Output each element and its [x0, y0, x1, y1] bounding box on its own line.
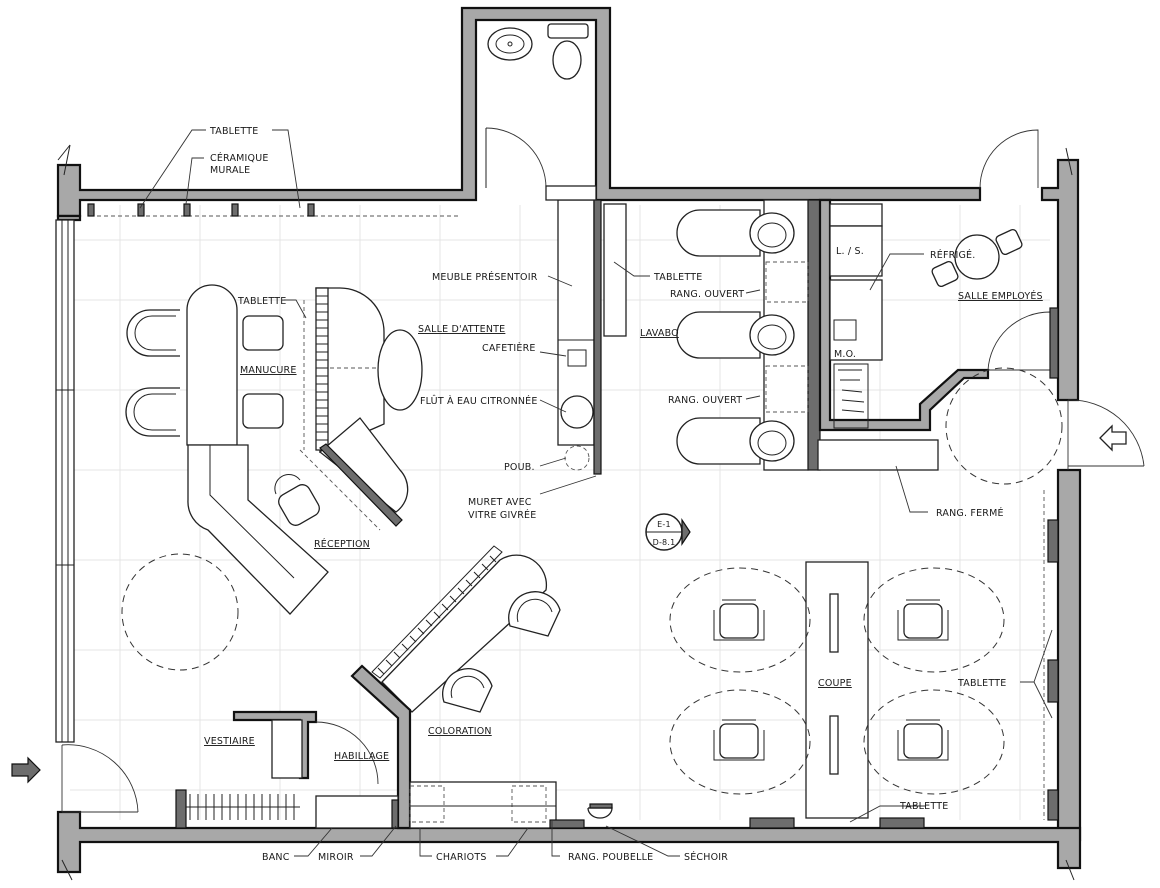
shampoo-chair-3	[676, 417, 795, 465]
manicure-station	[125, 284, 305, 450]
vestiaire-habillage	[175, 710, 399, 829]
room-coupe: COUPE	[818, 678, 852, 689]
label-rang-ouvert-1: RANG. OUVERT	[670, 289, 744, 300]
room-manucure: MANUCURE	[240, 365, 297, 376]
label-tablette-bottom: TABLETTE	[899, 801, 948, 812]
styling-chair-1	[713, 599, 765, 641]
label-flut: FLÛT À EAU CITRONNÉE	[420, 395, 538, 407]
entrance-door	[61, 744, 139, 813]
styling-chair-3	[897, 599, 949, 641]
room-salle-employes: SALLE EMPLOYÉS	[958, 290, 1043, 302]
label-banc: BANC	[262, 852, 290, 863]
exterior-walls	[56, 6, 1082, 881]
employee-room	[817, 129, 1063, 485]
label-miroir: MIROIR	[318, 852, 354, 863]
room-reception: RÉCEPTION	[314, 538, 370, 550]
label-refrige: RÉFRIGÉ.	[930, 249, 975, 261]
label-sechoir: SÉCHOIR	[684, 851, 728, 863]
bottom-counter	[409, 781, 613, 829]
entrance-arrow-icon	[11, 756, 41, 784]
plan-labels: TABLETTE CÉRAMIQUE MURALE MEUBLE PRÉSENT…	[204, 126, 1043, 863]
shampoo-stations	[676, 199, 821, 471]
label-ceramique: CÉRAMIQUE	[210, 152, 269, 164]
section-marker-top: E-1	[657, 520, 671, 529]
label-cafetiere: CAFETIÈRE	[482, 342, 536, 354]
room-coloration: COLORATION	[428, 726, 492, 737]
label-tablette-manucure: TABLETTE	[237, 296, 286, 307]
employee-table-icon	[931, 228, 1023, 288]
top-shelf	[87, 203, 460, 217]
section-marker: E-1 D-8.1	[645, 513, 691, 551]
room-habillage: HABILLAGE	[334, 751, 389, 762]
reception-chair-icon	[274, 474, 320, 526]
label-chariots: CHARIOTS	[436, 852, 487, 863]
rear-exit-arrow-icon	[1099, 424, 1127, 452]
label-muret: MURET AVEC	[468, 497, 532, 508]
reception-desk	[187, 287, 409, 615]
label-rang-poubelle: RANG. POUBELLE	[568, 852, 653, 863]
label-ls: L. / S.	[836, 246, 864, 257]
room-salle-attente: SALLE D'ATTENTE	[418, 324, 505, 335]
label-murale: MURALE	[210, 165, 250, 176]
label-tablette-top: TABLETTE	[209, 126, 258, 137]
shampoo-chair-1	[676, 209, 795, 257]
room-vestiaire: VESTIAIRE	[204, 736, 255, 747]
label-tablette-right: TABLETTE	[957, 678, 1006, 689]
storefront-window	[55, 219, 75, 743]
section-marker-bottom: D-8.1	[653, 538, 676, 547]
label-mo: M.O.	[834, 349, 856, 360]
cutting-stations	[669, 490, 1059, 829]
label-rang-ouvert-2: RANG. OUVERT	[668, 395, 742, 406]
label-tablette-lavabo: TABLETTE	[653, 272, 702, 283]
shampoo-chair-2	[676, 311, 795, 359]
room-lavabo: LAVABO	[640, 328, 679, 339]
styling-chair-4	[897, 719, 949, 761]
washroom	[485, 23, 589, 189]
leader-lines	[139, 129, 1053, 857]
waiting-area	[121, 329, 423, 671]
label-rang-ferme: RANG. FERMÉ	[936, 507, 1004, 519]
styling-chair-2	[713, 719, 765, 761]
label-vitre-givree: VITRE GIVRÉE	[468, 509, 536, 521]
display-cabinet	[545, 185, 627, 475]
label-poub: POUB.	[504, 462, 535, 473]
label-meuble-presentoir: MEUBLE PRÉSENTOIR	[432, 271, 538, 283]
rear-door	[1067, 399, 1145, 470]
